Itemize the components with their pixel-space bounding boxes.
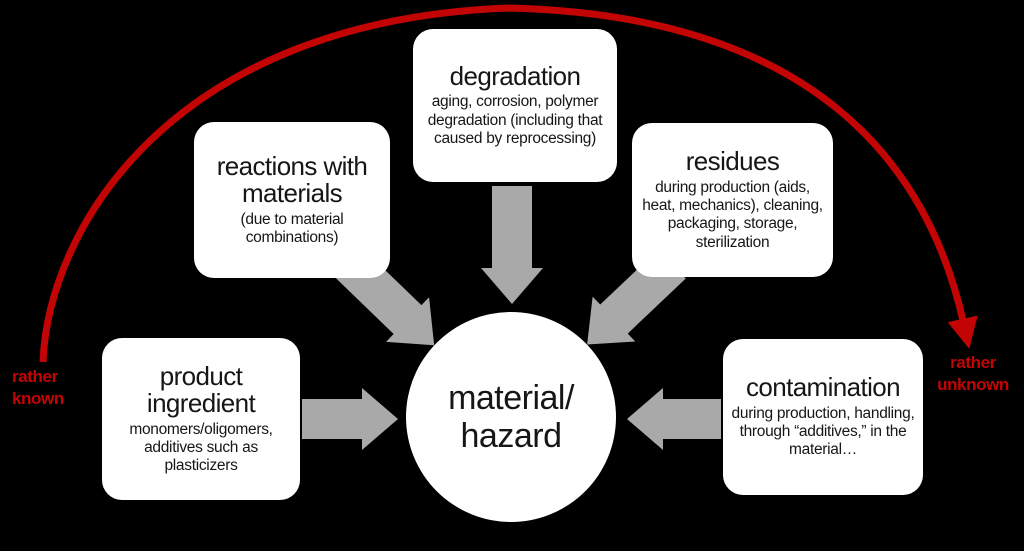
arrow-degradation-icon [481, 186, 543, 304]
spectrum-label-rather-unknown: rather unknown [937, 353, 1009, 394]
box-description: (due to material combinations) [240, 210, 344, 247]
spectrum-label-rather-known: rather known [12, 367, 64, 408]
box-title: reactions with materials [216, 150, 368, 209]
box-description: during production, handling, through “ad… [731, 404, 915, 459]
central-node-material-hazard: material/ hazard [406, 312, 616, 522]
central-node-label-line2: hazard [460, 417, 562, 455]
box-contamination: contamination during production, handlin… [723, 339, 923, 495]
arrow-contamination-icon [627, 388, 721, 450]
box-title: product ingredient [146, 360, 256, 419]
box-degradation: degradation aging, corrosion, polymer de… [413, 29, 617, 182]
box-residues: residues during production (aids, heat, … [632, 123, 833, 277]
box-description: during production (aids, heat, mechanics… [642, 178, 823, 251]
box-product-ingredient: product ingredient monomers/oligomers, a… [102, 338, 300, 500]
arrow-product-ingredient-icon [302, 388, 398, 450]
central-node-label-line1: material/ [448, 378, 574, 417]
box-title: degradation [449, 60, 581, 91]
box-description: monomers/oligomers, additives such as pl… [129, 420, 273, 475]
box-reactions-with-materials: reactions with materials (due to materia… [194, 122, 390, 278]
known-unknown-spectrum-arc-icon [39, 4, 978, 363]
box-title: residues [685, 146, 780, 177]
box-description: aging, corrosion, polymer degradation (i… [427, 93, 603, 147]
box-title: contamination [745, 372, 901, 403]
